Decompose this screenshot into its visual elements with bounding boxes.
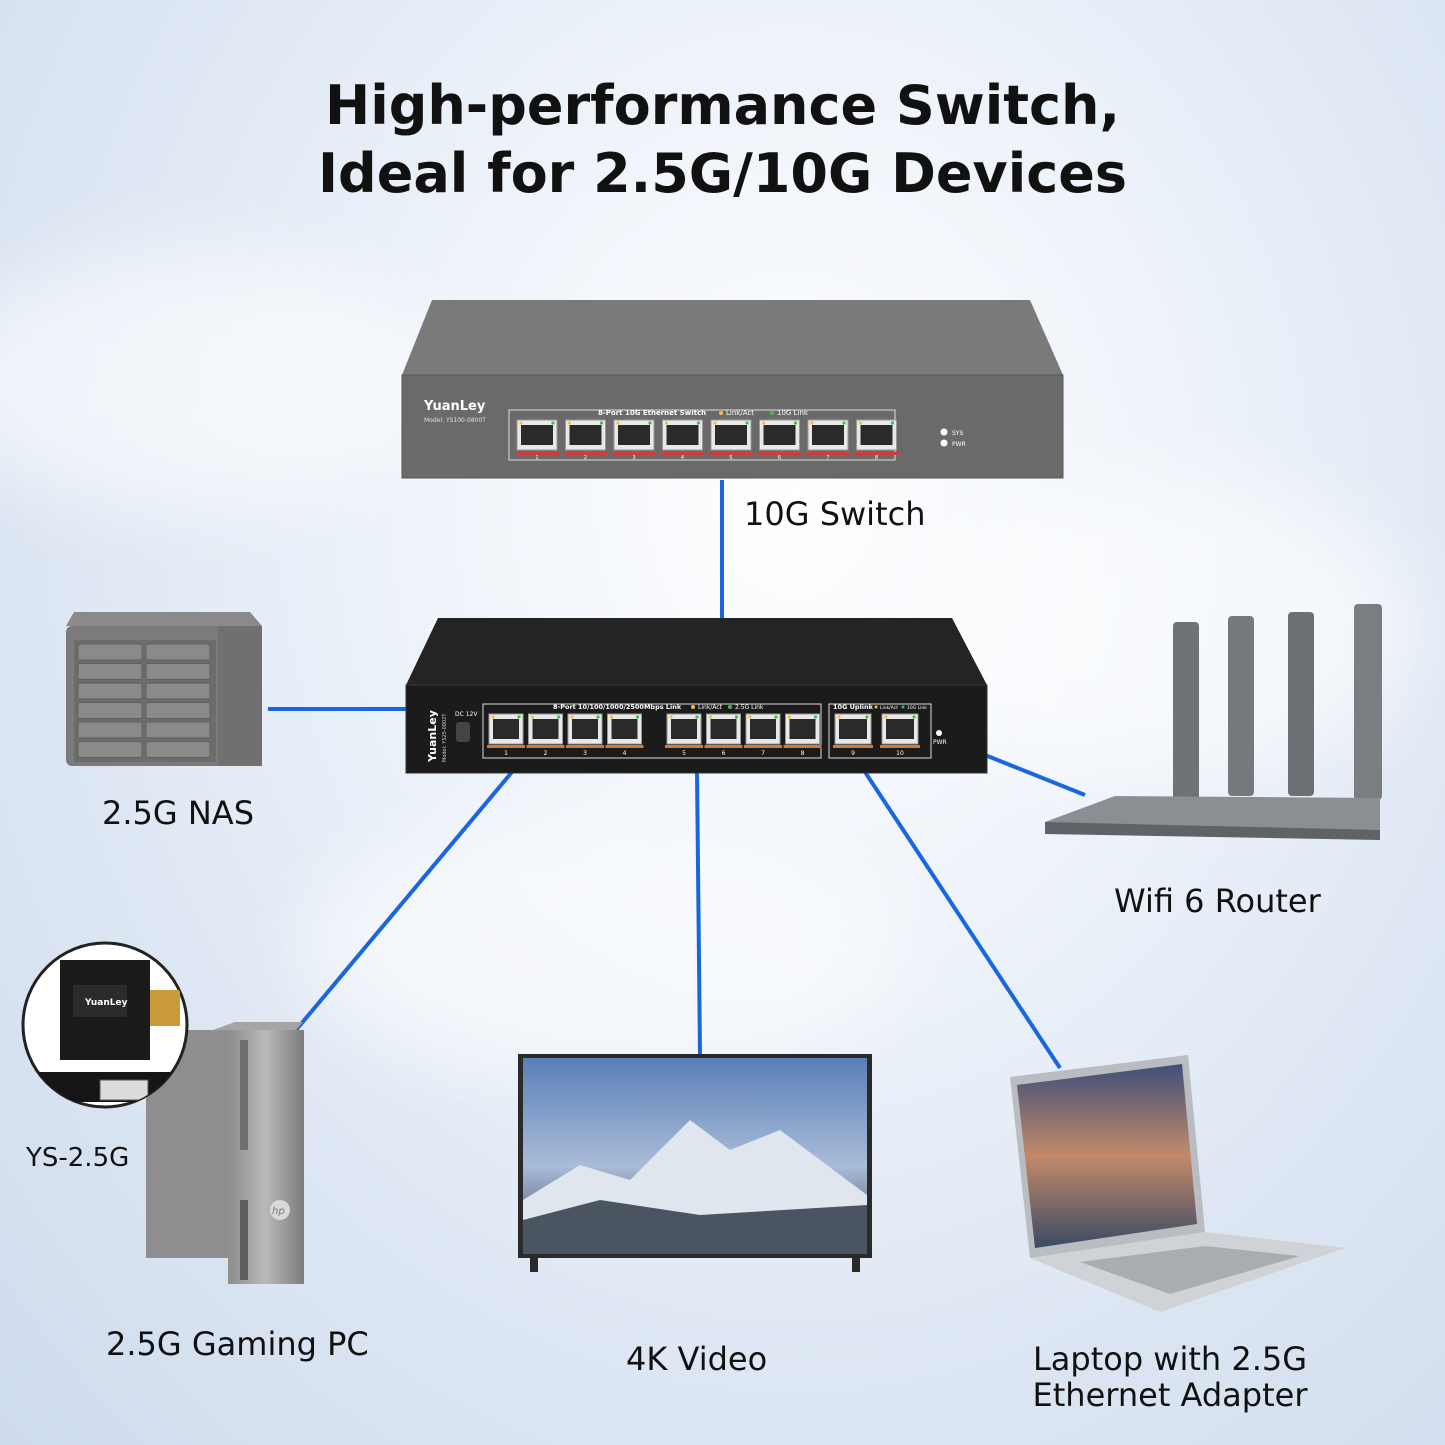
- laptop-device: [1010, 1055, 1345, 1312]
- switch-10g-port-1: [516, 419, 558, 451]
- switch-10g-port-number: 6: [778, 455, 781, 461]
- switch-10g-port-number: 8: [875, 455, 878, 461]
- switch-10g-port-7: [807, 419, 849, 451]
- title-line-2: Ideal for 2.5G/10G Devices: [317, 142, 1128, 205]
- switch-25g-uplink-port-9: [834, 713, 872, 745]
- nas-drive-bay: [145, 643, 211, 661]
- switch-10g-port-number: 5: [729, 455, 732, 461]
- caption-nas: 2.5G NAS: [102, 794, 254, 832]
- switch-25g-port-4: [607, 713, 642, 745]
- caption-10g-switch: 10G Switch: [744, 495, 926, 533]
- switch-10g-link-act: Link/Act: [726, 409, 754, 417]
- switch-10g-port-2: [565, 419, 606, 451]
- caption-laptop: Laptop with 2.5G Ethernet Adapter: [1000, 1341, 1340, 1413]
- link-laptop: [863, 770, 1062, 1070]
- switch-10g: YuanLey Model: YS100-0800T 8-Port 10G Et…: [401, 300, 1064, 479]
- nas-drive-bay: [77, 663, 143, 680]
- switch-25g-uplink-port-10: [881, 713, 919, 745]
- caption-card: YS-2.5G: [26, 1143, 130, 1173]
- switch-10g-port-5: [710, 419, 752, 451]
- connection-lines: [268, 480, 1086, 1070]
- switch-25g-port-7: [745, 713, 781, 745]
- page-title: High-performance Switch, Ideal for 2.5G/…: [0, 72, 1445, 208]
- pc-brand-logo: hp: [272, 1206, 285, 1217]
- switch-25g-uplink-link-act: Link/Act: [880, 705, 898, 711]
- link-router: [984, 753, 1086, 797]
- switch-25g-port-number: 9: [851, 750, 855, 757]
- switch-25g-port-number: 4: [623, 750, 627, 757]
- network-card-inset: YuanLey: [21, 941, 189, 1109]
- caption-tv: 4K Video: [626, 1340, 768, 1378]
- switch-25g-link-act: Link/Act: [698, 704, 723, 711]
- switch-10g-port-3: [613, 419, 655, 451]
- switch-25g-port-number: 5: [682, 750, 686, 757]
- nas-drive-bay: [77, 702, 143, 719]
- switch-10g-port-number: 3: [632, 455, 635, 461]
- nas-drive-bay: [77, 721, 143, 739]
- switch-25g-port-8: [785, 713, 820, 745]
- switch-10g-sys: SYS: [952, 430, 963, 437]
- switch-10g-port-number: 2: [584, 455, 587, 461]
- switch-10g-pwr: PWR: [952, 441, 966, 448]
- switch-10g-port-number: 7: [826, 455, 829, 461]
- switch-25g-port-number: 7: [761, 750, 765, 757]
- switch-25g-port-number: 10: [896, 750, 904, 757]
- link-tv: [695, 771, 702, 1056]
- switch-25g: YuanLey Model: YS25-0802T DC 12V 8-Port …: [405, 618, 988, 774]
- switch-10g-port-6: [759, 419, 800, 451]
- nas-drive-bay: [77, 643, 143, 661]
- switch-25g-port-6: [706, 713, 741, 745]
- caption-pc: 2.5G Gaming PC: [106, 1325, 369, 1363]
- switch-10g-model: Model: YS100-0800T: [424, 417, 486, 424]
- switch-25g-port-2: [528, 713, 563, 745]
- switch-10g-port-8: [856, 419, 897, 451]
- switch-25g-link-25g: 2.5G Link: [735, 704, 764, 711]
- title-line-1: High-performance Switch,: [325, 74, 1120, 137]
- switch-25g-ports-label: 8-Port 10/100/1000/2500Mbps Link: [553, 703, 682, 711]
- link-pc: [294, 770, 514, 1032]
- card-brand: YuanLey: [84, 998, 128, 1008]
- switch-10g-port-number: 1: [535, 455, 538, 461]
- switch-25g-port-3: [567, 713, 603, 745]
- nas-drive-bay: [145, 721, 211, 739]
- router-device: [1045, 604, 1382, 840]
- switch-10g-port-4: [662, 419, 703, 451]
- switch-25g-port-5: [666, 713, 702, 745]
- switch-25g-port-number: 8: [801, 750, 805, 757]
- caption-router: Wifi 6 Router: [1114, 882, 1321, 920]
- switch-25g-port-number: 2: [544, 750, 548, 757]
- switch-25g-uplink-label: 10G Uplink: [833, 703, 874, 711]
- caption-laptop-line-1: Laptop with 2.5G: [1032, 1340, 1308, 1378]
- nas-drive-bay: [145, 682, 211, 700]
- nas-drive-bay: [77, 682, 143, 700]
- caption-laptop-line-2: Ethernet Adapter: [1032, 1376, 1308, 1414]
- switch-25g-brand: YuanLey: [426, 710, 439, 763]
- switch-10g-ports-label: 8-Port 10G Ethernet Switch: [598, 409, 706, 417]
- switch-10g-port-number: 4: [681, 455, 684, 461]
- switch-10g-link-10g: 10G Link: [777, 409, 809, 417]
- nas-drive-bay: [145, 702, 211, 719]
- switch-25g-model: Model: YS25-0802T: [442, 713, 448, 762]
- switch-25g-uplink-10g: 10G Link: [907, 705, 927, 711]
- nas-drive-bay: [145, 663, 211, 680]
- switch-10g-brand: YuanLey: [423, 399, 486, 414]
- switch-25g-port-1: [488, 713, 524, 745]
- nas-drive-bay: [77, 741, 143, 758]
- tv-device: [518, 1054, 872, 1272]
- switch-25g-pwr: PWR: [933, 739, 947, 746]
- switch-25g-port-number: 6: [722, 750, 726, 757]
- nas-device: [66, 612, 262, 766]
- switch-25g-dc: DC 12V: [455, 711, 478, 718]
- switch-25g-port-number: 3: [583, 750, 587, 757]
- nas-drive-bay: [145, 741, 211, 758]
- switch-25g-port-number: 1: [504, 750, 508, 757]
